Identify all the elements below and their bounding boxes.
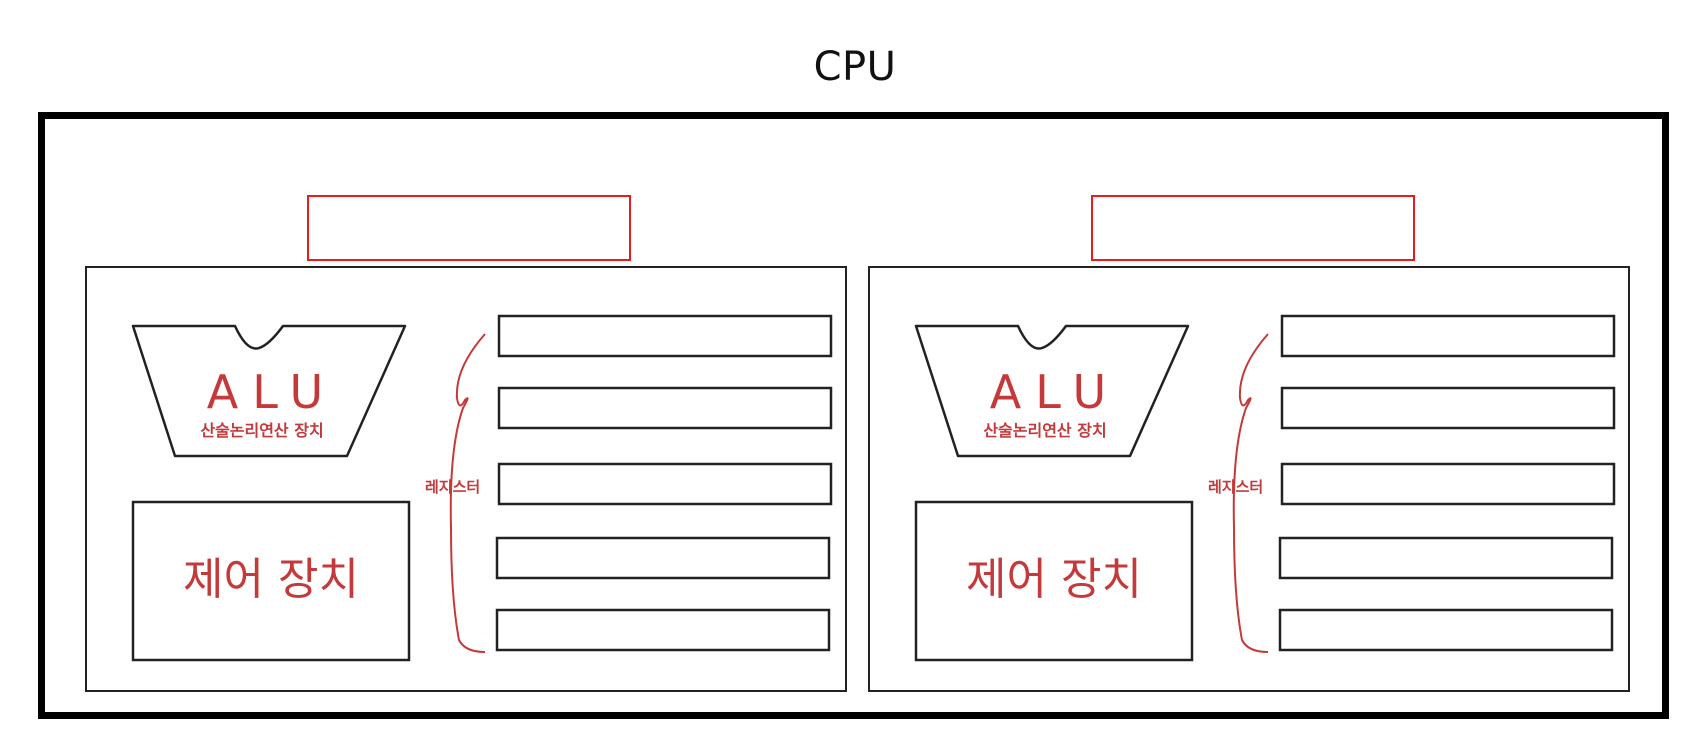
core-1-alu-shape bbox=[131, 324, 407, 458]
core-1-control-label: 제어 장치 bbox=[183, 554, 359, 605]
core-2-drawing: ALU 산술논리연산 장치 제어 장치 레지스터 bbox=[914, 314, 1616, 662]
core-2-register-2 bbox=[1280, 386, 1616, 430]
core-1-register-1 bbox=[497, 314, 833, 358]
core-2-register-3 bbox=[1280, 462, 1616, 506]
core-2-alu-label: ALU bbox=[990, 365, 1120, 419]
core-2-panel: ALU 산술논리연산 장치 제어 장치 레지스터 bbox=[868, 266, 1630, 692]
cpu-title: CPU bbox=[813, 44, 897, 90]
core-2-register-4 bbox=[1278, 536, 1614, 580]
core-1-label-box bbox=[307, 195, 631, 261]
core-2-label-box bbox=[1091, 195, 1415, 261]
core-1-register-4 bbox=[495, 536, 831, 580]
core-1-control-unit bbox=[131, 500, 411, 662]
core-2-control-unit bbox=[914, 500, 1194, 662]
core-1-alu-caption: 산술논리연산 장치 bbox=[200, 421, 323, 440]
core-1-register-label: 레지스터 bbox=[425, 478, 480, 496]
core-1-register-2 bbox=[497, 386, 833, 430]
core-1-register-brace bbox=[449, 333, 486, 653]
core-1-register-3 bbox=[497, 462, 833, 506]
core-1-panel: ALU 산술논리연산 장치 제어 장치 레지스터 bbox=[85, 266, 847, 692]
core-1-drawing: ALU 산술논리연산 장치 제어 장치 레지스터 bbox=[131, 314, 833, 662]
cpu-frame bbox=[38, 112, 1669, 719]
core-2-register-label: 레지스터 bbox=[1208, 478, 1263, 496]
core-1-register-5 bbox=[495, 608, 831, 652]
core-1-alu-label: ALU bbox=[207, 365, 337, 419]
core-2-register-5 bbox=[1278, 608, 1614, 652]
core-2-register-brace bbox=[1232, 333, 1269, 653]
core-2-alu-shape bbox=[914, 324, 1190, 458]
core-2-control-label: 제어 장치 bbox=[966, 554, 1142, 605]
core-2-alu-caption: 산술논리연산 장치 bbox=[983, 421, 1106, 440]
core-2-register-1 bbox=[1280, 314, 1616, 358]
